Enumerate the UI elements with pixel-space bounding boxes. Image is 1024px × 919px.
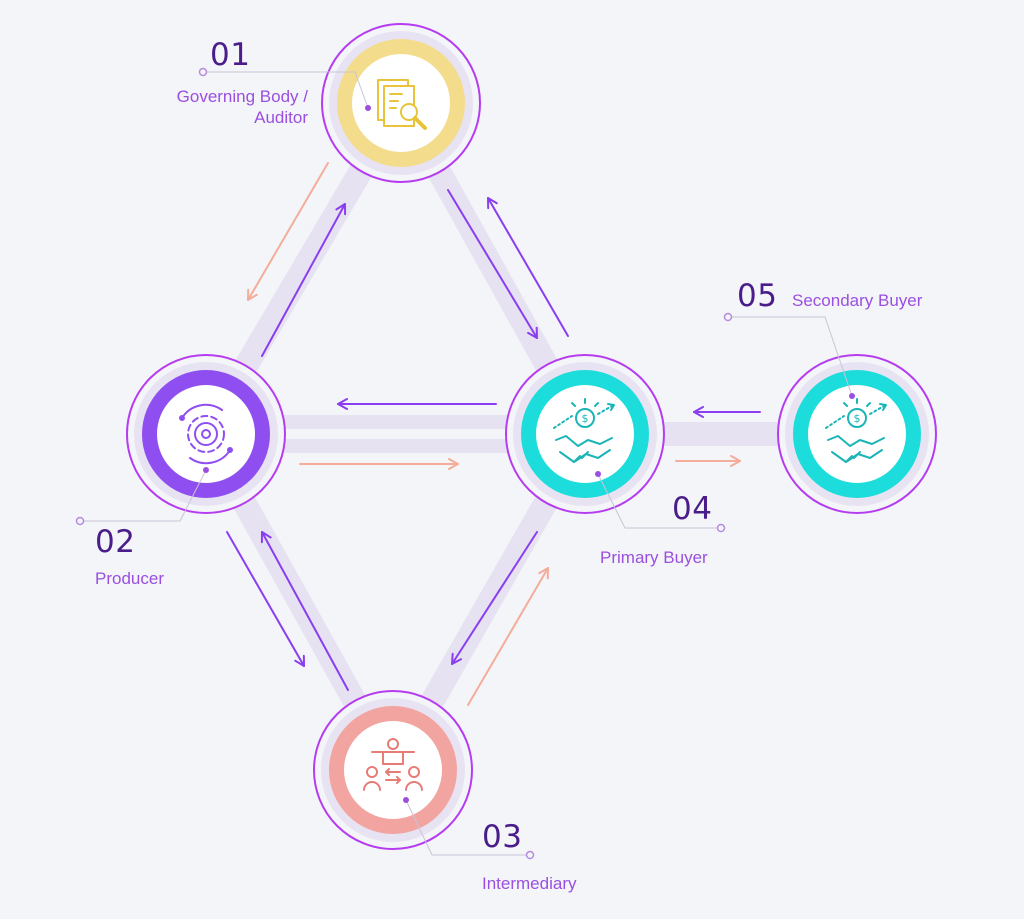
node-label-04: Primary Buyer xyxy=(600,548,708,567)
center-04 xyxy=(536,385,634,483)
leader-05 xyxy=(729,316,853,397)
handshake-money-icon: $ xyxy=(825,398,887,463)
leader-lines xyxy=(81,71,853,856)
arrow-01-to-04 xyxy=(447,189,538,339)
document-search-icon xyxy=(377,79,427,130)
node-number-02: 02 xyxy=(95,524,136,560)
center-05 xyxy=(808,385,906,483)
arrow-02-to-01 xyxy=(261,203,347,357)
node-number-04: 04 xyxy=(672,491,713,527)
arrow-03-to-02 xyxy=(260,531,349,691)
center-02 xyxy=(157,385,255,483)
leader-dots xyxy=(75,67,733,860)
node-label-03: Intermediary xyxy=(482,874,577,893)
arrow-01-to-02 xyxy=(247,162,329,301)
leader-01 xyxy=(206,71,369,109)
node-number-03: 03 xyxy=(482,819,523,855)
svg-text:$: $ xyxy=(854,412,861,425)
node-number-05: 05 xyxy=(737,278,778,314)
arrow-04-to-03 xyxy=(451,531,538,665)
node-label-05: Secondary Buyer xyxy=(792,291,923,310)
leader-04 xyxy=(597,473,720,529)
leader-02 xyxy=(81,469,207,522)
node-label-02: Producer xyxy=(95,569,164,588)
color-rings xyxy=(142,39,921,834)
center-03 xyxy=(344,721,442,819)
arrow-04-to-01 xyxy=(487,197,569,337)
svg-text:$: $ xyxy=(582,412,589,425)
leader-03 xyxy=(405,799,529,856)
gear-cycle-icon xyxy=(179,403,233,465)
node-label-01: Governing Body / Auditor xyxy=(176,87,308,127)
anchor-dots xyxy=(203,105,855,803)
arrow-03-to-04 xyxy=(467,567,549,706)
handshake-money-icon: $ xyxy=(553,398,615,463)
flow-arrows xyxy=(226,162,761,706)
arrow-02-to-03 xyxy=(226,531,305,667)
node-number-01: 01 xyxy=(210,37,251,73)
people-exchange-icon xyxy=(363,738,423,791)
